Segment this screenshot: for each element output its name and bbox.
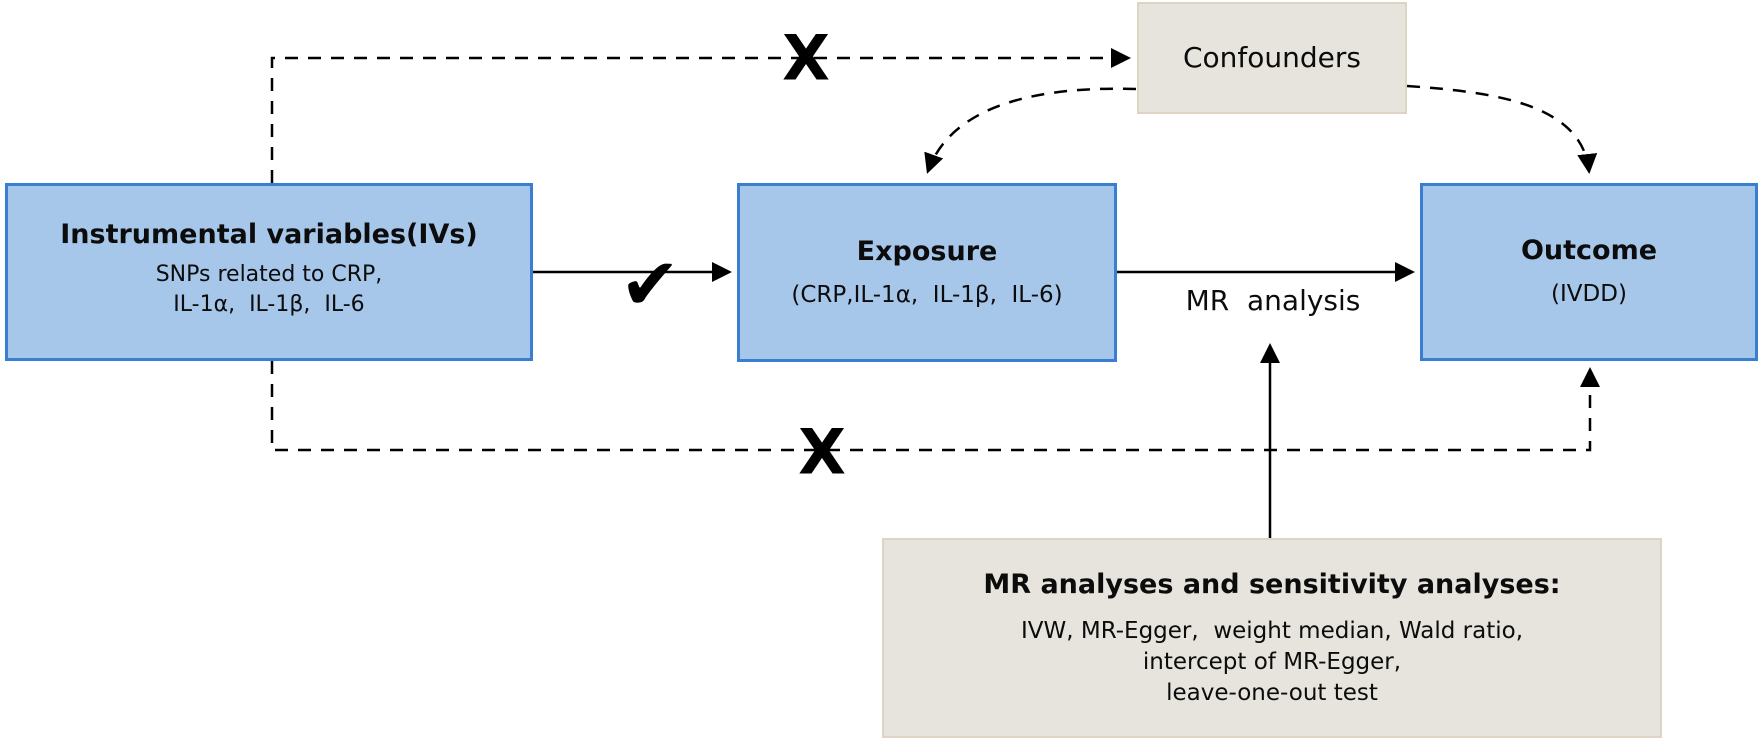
mr-analyses-node: MR analyses and sensitivity analyses: IV… [882, 538, 1662, 738]
instrumental-variables-line2: IL-1α, IL-1β, IL-6 [173, 292, 365, 317]
instrumental-variables-line1: SNPs related to CRP, [155, 262, 383, 287]
blocked-x-mark-bottom-icon: X [798, 416, 846, 489]
confounders-node: Confounders [1137, 2, 1407, 114]
instrumental-variables-node: Instrumental variables(IVs) SNPs related… [5, 183, 533, 361]
mr-analyses-line3: leave-one-out test [1166, 679, 1378, 706]
mr-analysis-arrow-label: MR analysis [1185, 284, 1361, 317]
exposure-subtitle: (CRP,IL-1α, IL-1β, IL-6) [791, 281, 1063, 308]
exposure-title: Exposure [856, 235, 998, 267]
blocked-x-mark-top-icon: X [782, 22, 830, 95]
outcome-node: Outcome (IVDD) [1420, 183, 1758, 361]
mr-analyses-line1: IVW, MR-Egger, weight median, Wald ratio… [1020, 617, 1524, 644]
dashed-arrow-confounders-to-exposure [924, 87, 1137, 174]
confounders-title: Confounders [1182, 41, 1361, 74]
mr-analyses-line2: intercept of MR-Egger, [1142, 648, 1402, 675]
exposure-node: Exposure (CRP,IL-1α, IL-1β, IL-6) [737, 183, 1117, 362]
dashed-arrow-ivs-to-outcome [270, 361, 1600, 452]
mr-analyses-title: MR analyses and sensitivity analyses: [983, 568, 1561, 600]
outcome-subtitle: (IVDD) [1551, 281, 1627, 307]
dashed-arrow-ivs-to-confounders [270, 48, 1131, 183]
instrumental-variables-title: Instrumental variables(IVs) [60, 219, 478, 250]
outcome-title: Outcome [1520, 235, 1658, 266]
check-mark-icon: ✔ [620, 242, 680, 326]
dashed-arrow-confounders-to-outcome [1406, 84, 1598, 174]
